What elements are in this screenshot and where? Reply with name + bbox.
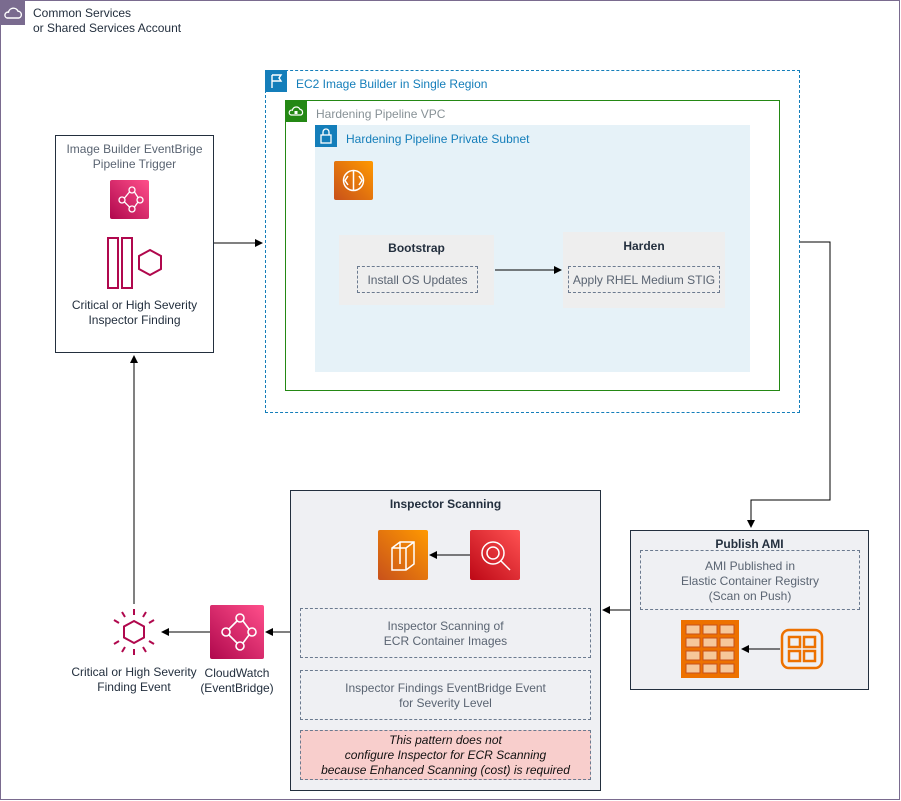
account-label-1: Common Services (33, 6, 132, 20)
finding-label-2: Inspector Finding (88, 313, 181, 327)
finding-event-label-1: Critical or High Severity (71, 665, 197, 679)
pipeline-trigger-panel (55, 135, 214, 353)
inspector-icon (470, 530, 520, 580)
publish-title: Publish AMI (715, 537, 784, 551)
eventbridge-icon (110, 180, 149, 219)
harden-title: Harden (623, 239, 665, 253)
image-builder-group (265, 70, 800, 413)
finding-event-label-2: Finding Event (97, 680, 171, 694)
ecr-scanning-1: Inspector Scanning of (387, 619, 504, 633)
findings-event-box (300, 670, 591, 720)
account-label-2: or Shared Services Account (33, 21, 182, 35)
bootstrap-step-label: Install OS Updates (367, 273, 468, 287)
note-line-3: because Enhanced Scanning (cost) is requ… (321, 763, 570, 777)
publish-line-3: (Scan on Push) (708, 589, 792, 603)
note-line-2: configure Inspector for ECR Scanning (344, 748, 547, 762)
bootstrap-box (339, 235, 494, 305)
vpc-icon (285, 100, 307, 122)
image-builder-title: EC2 Image Builder in Single Region (296, 77, 488, 91)
inspector-title: Inspector Scanning (389, 497, 502, 511)
bootstrap-step (357, 266, 478, 293)
finding-event-icon (108, 606, 160, 658)
bootstrap-title: Bootstrap (388, 241, 445, 255)
harden-box (563, 232, 725, 308)
cloud-icon (1, 1, 25, 25)
subnet-title: Hardening Pipeline Private Subnet (346, 132, 530, 146)
cloudwatch-eventbridge-icon (210, 605, 264, 659)
ecr-scanning-box (300, 608, 591, 658)
trigger-title-2: Pipeline Trigger (92, 157, 177, 171)
builder-to-publish-arrow (747, 241, 831, 528)
ecr-publish-box (640, 550, 860, 610)
harden-step (568, 266, 720, 293)
note-line-1: This pattern does not (389, 733, 502, 747)
container-image-icon (780, 628, 824, 670)
note-box (300, 730, 591, 780)
vpc-title: Hardening Pipeline VPC (316, 107, 446, 121)
findings-event-2: for Severity Level (399, 696, 492, 710)
ecr-registry-icon (680, 619, 740, 679)
inspector-finding-icon (106, 236, 164, 290)
flag-icon (265, 70, 287, 92)
publish-ami-panel (630, 530, 869, 690)
vpc-group (285, 100, 780, 391)
publish-line-2: Elastic Container Registry (680, 574, 820, 588)
harden-step-label: Apply RHEL Medium STIG (572, 273, 716, 287)
cloudwatch-label-1: CloudWatch (204, 666, 270, 680)
finding-label-1: Critical or High Severity (71, 298, 198, 312)
publish-line-1: AMI Published in (704, 559, 796, 573)
image-builder-icon (334, 161, 373, 200)
ecr-image-icon (378, 530, 428, 580)
ecr-scanning-2: ECR Container Images (383, 634, 508, 648)
lock-icon (315, 125, 337, 147)
trigger-title-1: Image Builder EventBrige (66, 142, 203, 156)
cloudwatch-label-2: (EventBridge) (200, 681, 274, 695)
findings-event-1: Inspector Findings EventBridge Event (345, 681, 546, 695)
